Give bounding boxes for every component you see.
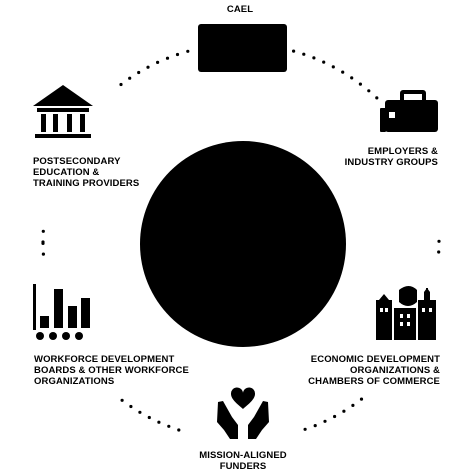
ring-dot: [292, 49, 296, 53]
ring-dot: [186, 49, 190, 53]
ring-dot: [367, 89, 371, 93]
ring-dot: [41, 252, 46, 256]
institution-building-icon: [33, 85, 93, 138]
ring-dot: [157, 420, 161, 424]
ring-dot: [303, 427, 307, 431]
city-buildings-icon: [376, 286, 436, 340]
briefcase-icon: [380, 90, 438, 132]
ring-dot: [437, 250, 441, 254]
ring-dot: [333, 414, 337, 419]
ring-dot: [350, 76, 354, 80]
bar-chart-people-icon: [33, 284, 90, 340]
ring-dot: [119, 82, 123, 87]
ring-dot: [312, 56, 316, 60]
ring-dot: [313, 424, 317, 428]
hands-heart-icon: [217, 387, 269, 439]
ring-dot: [146, 65, 150, 69]
ring-dot: [120, 398, 124, 402]
ring-dot: [341, 70, 345, 74]
ring-dot: [302, 52, 306, 56]
ring-dot: [358, 82, 362, 86]
ring-dot: [351, 403, 355, 407]
ring-dot: [359, 397, 364, 401]
ring-dot: [137, 70, 141, 75]
node-label-funders: MISSION-ALIGNED FUNDERS: [199, 450, 287, 472]
node-label-economic-development: ECONOMIC DEVELOPMENT ORGANIZATIONS & CHA…: [308, 354, 440, 387]
blank-rectangle-icon: [198, 24, 287, 72]
dotted-ring: [41, 49, 441, 432]
ring-dot: [175, 52, 180, 57]
ring-dot: [156, 60, 160, 64]
ring-dot: [128, 76, 132, 80]
ring-dot: [342, 409, 346, 413]
ring-dot: [375, 96, 379, 100]
ring-dot: [41, 241, 45, 245]
ring-dot: [147, 415, 151, 420]
ring-dot: [177, 428, 181, 432]
center-circle: [140, 141, 346, 347]
ring-dot: [165, 56, 170, 60]
ring-dot: [437, 239, 441, 243]
ring-dot: [138, 410, 142, 414]
ring-dot: [322, 60, 326, 64]
ring-dot: [167, 424, 171, 428]
node-label-cael: CAEL: [226, 4, 254, 15]
ring-dot: [331, 65, 335, 69]
node-label-workforce: WORKFORCE DEVELOPMENT BOARDS & OTHER WOR…: [34, 354, 189, 387]
node-label-employers: EMPLOYERS & INDUSTRY GROUPS: [344, 146, 438, 168]
ring-dot: [129, 404, 133, 409]
node-label-postsecondary: POSTSECONDARY EDUCATION & TRAINING PROVI…: [33, 156, 140, 189]
ring-dot: [41, 229, 45, 233]
ring-dot: [323, 419, 327, 423]
